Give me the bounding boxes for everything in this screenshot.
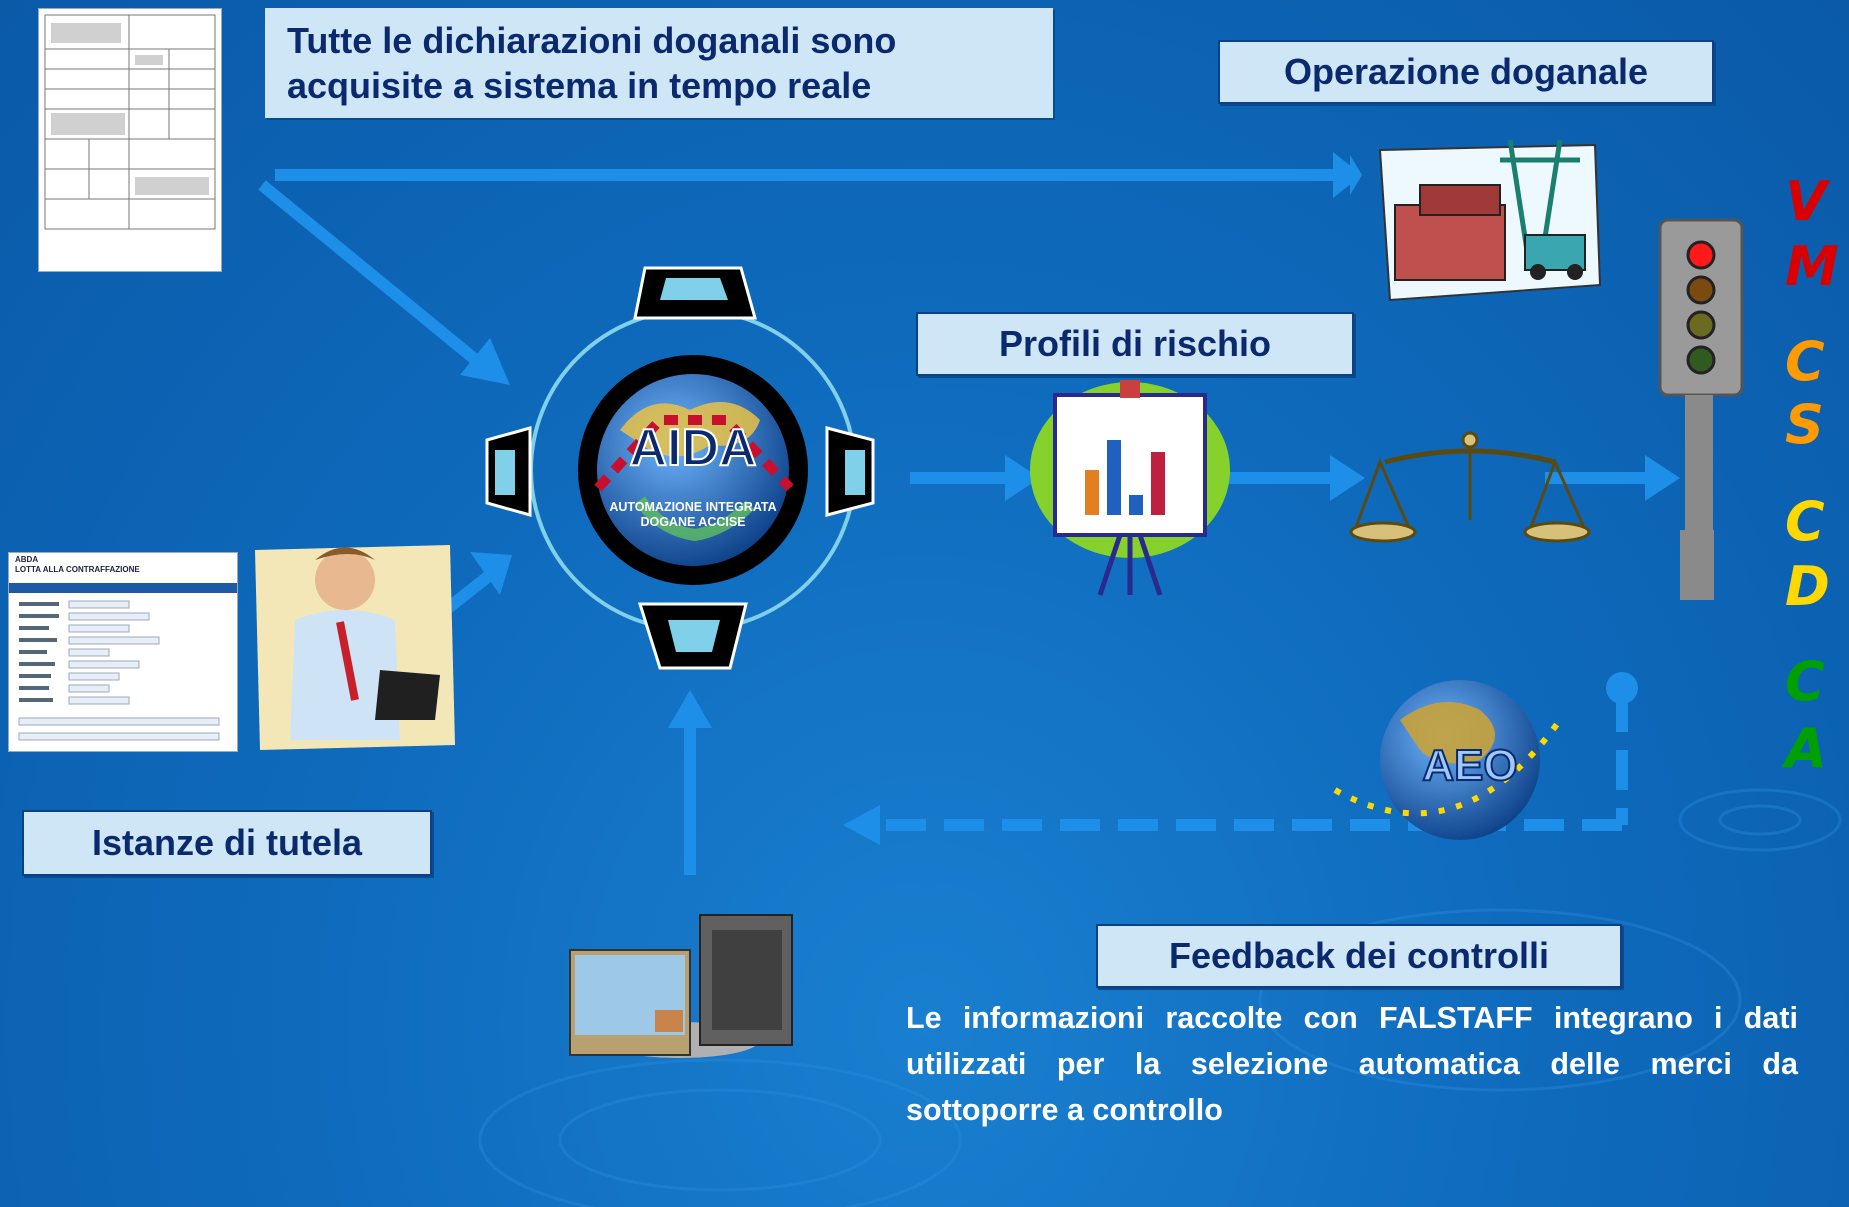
channel-ca-letter-1: C	[1785, 650, 1825, 713]
traffic-light-illustration	[1658, 218, 1744, 600]
protection-requests-label-box: Istanze di tutela	[22, 810, 432, 876]
risk-profiles-label: Profili di rischio	[998, 323, 1272, 364]
document-form-lines	[44, 14, 216, 230]
channel-vm-letter-1: V	[1785, 170, 1827, 233]
balance-scale-illustration	[1349, 431, 1591, 543]
aeo-text: AEO	[1422, 741, 1517, 790]
declarations-title-box: Tutte le dichiarazioni doganali sono acq…	[265, 8, 1053, 118]
channel-cd-letter-1: C	[1785, 490, 1825, 553]
risk-profiles-label-box: Profili di rischio	[916, 312, 1354, 376]
aida-subtitle-1: AUTOMAZIONE INTEGRATA	[609, 500, 776, 514]
water-ripples	[478, 788, 1842, 1207]
channel-cd-letter-2: D	[1785, 555, 1830, 618]
channel-cs-letter-2: S	[1785, 393, 1824, 456]
feedback-label-box: Feedback dei controlli	[1096, 924, 1622, 988]
database-server-illustration	[569, 914, 793, 1058]
channel-cs-letter-1: C	[1785, 330, 1825, 393]
arrow-doc-to-aida	[258, 180, 492, 375]
title-line-1: Tutte le dichiarazioni doganali sono	[287, 20, 897, 61]
form-header-1: ABDA	[15, 555, 39, 564]
protection-requests-label: Istanze di tutela	[91, 822, 363, 863]
form-header-2: LOTTA ALLA CONTRAFFAZIONE	[15, 565, 140, 574]
flow-arrows	[258, 152, 1680, 875]
title-line-2: acquisite a sistema in tempo reale	[287, 65, 872, 106]
operation-label-box: Operazione doganale	[1218, 40, 1714, 104]
aeo-logo: AEO	[1333, 680, 1563, 840]
aida-hub: AIDA AUTOMAZIONE INTEGRATA DOGANE ACCISE	[485, 266, 875, 670]
channel-vm-letter-2: M	[1785, 235, 1839, 298]
port-operation-illustration	[1378, 139, 1602, 302]
form-fields	[18, 600, 220, 741]
aida-subtitle-2: DOGANE ACCISE	[640, 515, 745, 529]
aida-logo-text: AIDA	[629, 419, 756, 477]
operation-label: Operazione doganale	[1283, 51, 1649, 92]
info-paragraph: Le informazioni raccolte con FALSTAFF in…	[906, 1001, 1798, 1127]
risk-chart-illustration	[1030, 380, 1230, 596]
feedback-label: Feedback dei controlli	[1168, 935, 1550, 976]
falstaff-form-screenshot: ABDA LOTTA ALLA CONTRAFFAZIONE	[8, 552, 238, 752]
customs-declaration-document	[38, 8, 222, 272]
user-laptop-illustration	[255, 545, 455, 750]
channel-ca-letter-2: A	[1785, 717, 1827, 780]
